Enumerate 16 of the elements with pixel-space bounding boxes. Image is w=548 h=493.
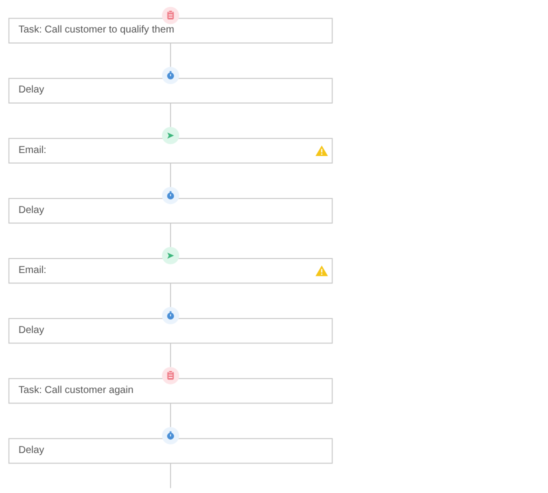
connector <box>170 162 172 188</box>
node-box: Delay <box>8 198 333 224</box>
node-box: Email: <box>8 138 333 164</box>
connector <box>170 222 172 248</box>
node-box: Delay <box>8 318 333 344</box>
connector <box>170 282 172 308</box>
connector <box>170 102 172 128</box>
connector <box>170 342 172 368</box>
node-box: Task: Call customer again <box>8 378 333 404</box>
node-box: Task: Call customer to qualify them <box>8 18 333 44</box>
connector <box>170 42 172 68</box>
node-box: Delay <box>8 438 333 464</box>
node-box: Delay <box>8 78 333 104</box>
connector-line <box>170 462 172 489</box>
node-box: Email: <box>8 258 333 284</box>
connector <box>170 402 172 428</box>
